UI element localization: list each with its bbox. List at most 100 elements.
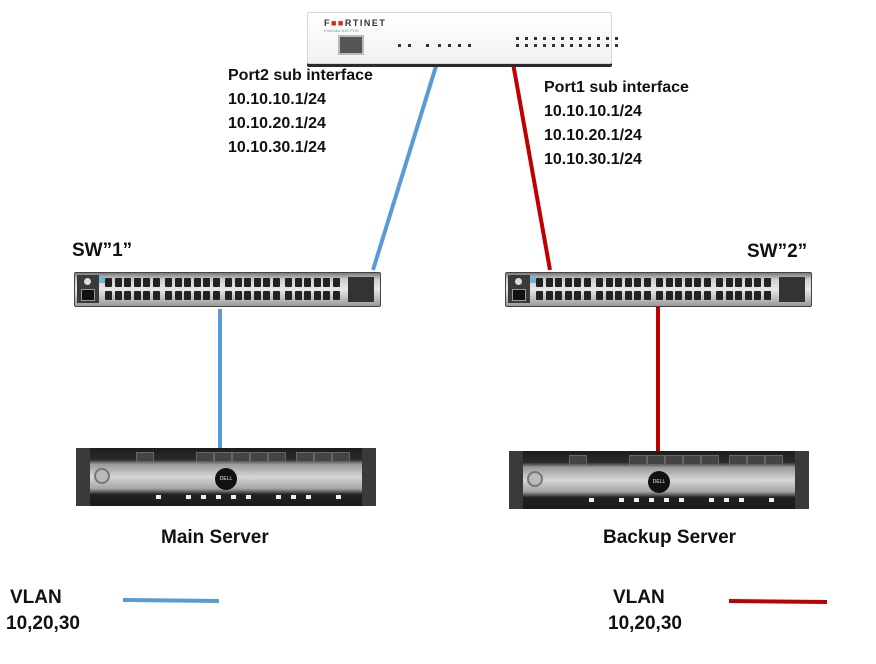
ethernet-port-icon <box>174 278 182 287</box>
port1-subinterface-block: Port1 sub interface 10.10.10.1/24 10.10.… <box>544 76 689 172</box>
ethernet-port-icon <box>304 291 311 300</box>
ethernet-port-icon <box>165 278 172 287</box>
ethernet-port-icon <box>263 278 270 287</box>
firewall-model: FortiGate 61E-POE <box>324 28 359 33</box>
ethernet-port-icon <box>313 278 321 287</box>
dell-logo-icon: DELL <box>215 468 237 490</box>
ethernet-port-icon <box>304 278 311 287</box>
ethernet-port-icon <box>716 278 723 287</box>
led-icon <box>597 37 600 40</box>
led-icon <box>606 37 609 40</box>
sfp-ports-icon <box>779 277 805 302</box>
drive-led-icon <box>619 498 624 502</box>
switch-2-label: SW”2” <box>747 241 808 262</box>
led-icon <box>516 44 519 47</box>
led-icon <box>597 44 600 47</box>
drive-led-icon <box>306 495 311 499</box>
ethernet-port-icon <box>675 291 682 300</box>
drive-leds <box>156 494 356 502</box>
led-icon <box>606 44 609 47</box>
drive-bay-icon <box>665 455 683 465</box>
legend-blue-vlans: 10,20,30 <box>6 613 80 634</box>
power-button-icon <box>527 471 543 487</box>
ethernet-port-icon <box>253 278 261 287</box>
led-icon <box>525 37 528 40</box>
drive-bay-icon <box>136 452 154 462</box>
switch-mgmt-panel <box>508 275 530 303</box>
ethernet-port-icon <box>555 291 562 300</box>
ethernet-port-icon <box>193 278 201 287</box>
rack-ear <box>795 451 809 509</box>
led-icon <box>579 37 582 40</box>
ethernet-port-icon <box>272 291 280 300</box>
ethernet-port-icon <box>203 291 210 300</box>
rack-ear <box>362 448 376 506</box>
ethernet-port-icon <box>143 291 150 300</box>
ethernet-port-icon <box>624 291 632 300</box>
led-icon <box>615 37 618 40</box>
drive-led-icon <box>769 498 774 502</box>
ethernet-port-icon <box>744 278 752 287</box>
port1-title: Port1 sub interface <box>544 79 689 96</box>
ethernet-port-icon <box>634 291 641 300</box>
main-server-label: Main Server <box>161 527 269 548</box>
legend-line-blue <box>122 598 220 603</box>
led-icon <box>408 44 411 47</box>
drive-led-icon <box>709 498 714 502</box>
ethernet-port-icon <box>193 291 201 300</box>
ethernet-port-icon <box>656 278 663 287</box>
ethernet-port-icon <box>725 278 733 287</box>
drive-bay-icon <box>683 455 701 465</box>
drive-led-icon <box>156 495 161 499</box>
ethernet-port-icon <box>656 291 663 300</box>
ethernet-port-icon <box>665 278 673 287</box>
drive-bay-icon <box>729 455 747 465</box>
drive-bay-icon <box>647 455 665 465</box>
ethernet-port-icon <box>615 278 622 287</box>
ethernet-port-icon <box>234 278 242 287</box>
ethernet-port-icon <box>694 291 701 300</box>
fortinet-logo: F■■RTINET <box>324 18 386 28</box>
legend-blue: VLAN 10,20,30 <box>6 585 80 637</box>
drive-bay-icon <box>747 455 765 465</box>
ethernet-port-icon <box>114 291 122 300</box>
ethernet-port-icon <box>124 278 131 287</box>
ethernet-port-icon <box>615 291 622 300</box>
led-icon <box>588 37 591 40</box>
drive-bay-icon <box>250 452 268 462</box>
drive-led-icon <box>589 498 594 502</box>
ethernet-port-icon <box>184 291 191 300</box>
led-icon <box>570 37 573 40</box>
port2-title: Port2 sub interface <box>228 67 373 84</box>
switch-1-label: SW”1” <box>72 240 133 261</box>
led-icon <box>615 44 618 47</box>
drive-led-icon <box>724 498 729 502</box>
led-icon <box>543 37 546 40</box>
drive-bay-icon <box>314 452 332 462</box>
ethernet-port-icon <box>105 278 112 287</box>
status-leds <box>398 37 618 53</box>
ethernet-port-icon <box>174 291 182 300</box>
hp-logo-icon <box>515 278 522 285</box>
switch-2 <box>505 272 812 307</box>
led-icon <box>552 44 555 47</box>
brand-prefix: F <box>324 18 331 28</box>
led-icon <box>458 44 461 47</box>
drive-bay-icon <box>268 452 286 462</box>
ethernet-port-icon <box>133 278 141 287</box>
ethernet-port-icon <box>332 278 340 287</box>
ethernet-port-icon <box>716 291 723 300</box>
ethernet-port-icon <box>285 278 292 287</box>
led-icon <box>561 44 564 47</box>
link-firewall-port1-to-sw2 <box>511 62 552 271</box>
ethernet-port-icon <box>583 291 591 300</box>
ethernet-port-icon <box>133 291 141 300</box>
led-icon <box>570 44 573 47</box>
port1-address: 10.10.10.1/24 <box>544 103 642 120</box>
console-port-icon <box>512 289 526 301</box>
drive-leds <box>589 497 789 505</box>
drive-led-icon <box>664 498 669 502</box>
port2-address: 10.10.10.1/24 <box>228 91 326 108</box>
ethernet-port-icon <box>212 291 220 300</box>
drive-led-icon <box>201 495 206 499</box>
